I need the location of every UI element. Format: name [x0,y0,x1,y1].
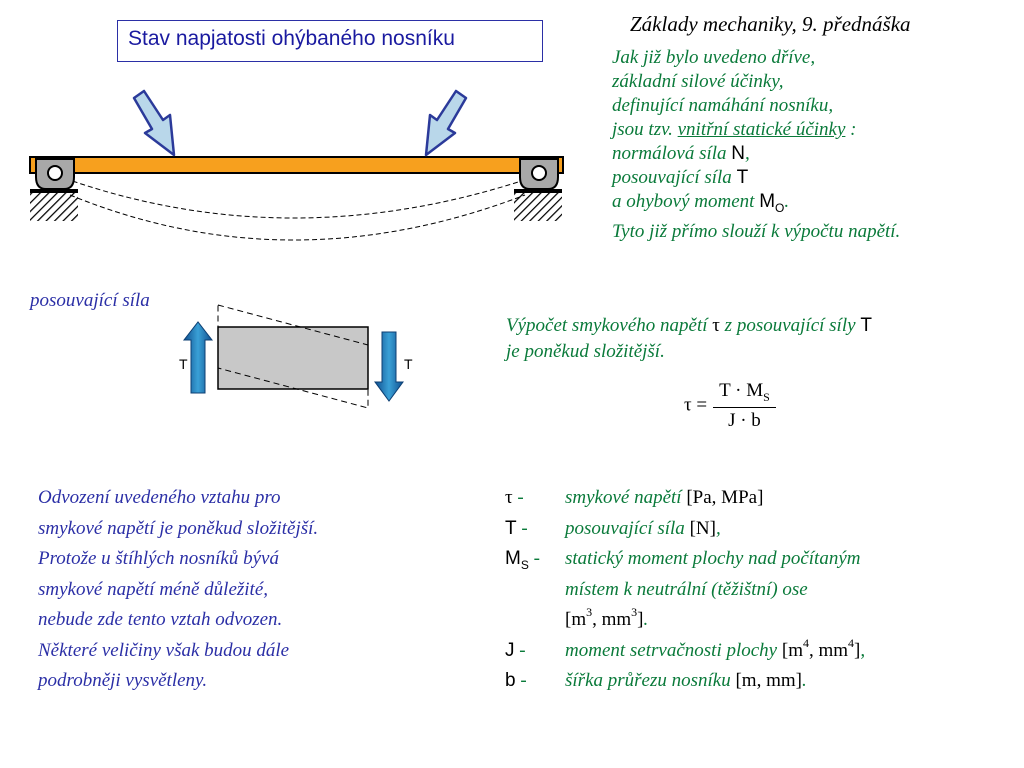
derivation-line: Protože u štíhlých nosníků bývá [38,548,279,569]
legend-description: smykové napětí [Pa, MPa] [565,487,764,508]
formula-lhs: τ = [684,394,708,416]
deflection-curve [49,172,546,219]
lecture-header: Základy mechaniky, 9. přednáška [630,12,911,36]
internal-effects-term: vnitřní statické účinky [677,119,846,140]
load-arrow-right [424,89,468,157]
intro-line: Jak již bylo uvedeno dříve, [612,47,816,68]
right-support [514,158,562,221]
legend-description: statický moment plochy nad počítaným [565,548,861,569]
calc-line: je poněkud složitější. [506,341,665,362]
symbol-tau: τ [712,315,720,336]
slide-title: Stav napjatosti ohýbaného nosníku [117,20,543,62]
derivation-line: Některé veličiny však budou dále [38,639,290,661]
calculation-text: Výpočet smykového napětí τ z posouvající… [506,313,872,365]
legend-description: moment setrvačnosti plochy [m4, mm4], [565,635,866,661]
formula-numerator: T · MS [713,380,776,408]
legend-description: posouvající síla [N], [565,517,721,539]
derivation-line: podrobněji vysvětleny. [38,670,208,691]
intro-line: definující namáhání nosníku, [612,95,834,116]
symbol-N: N [731,143,746,164]
formula-denominator: J · b [728,409,761,431]
symbol-T: T [736,167,749,188]
calc-line: Výpočet smykového napětí τ z posouvající… [506,315,872,336]
legend-unit: [m3, mm3]. [565,605,649,630]
shear-arrow-down [374,331,404,402]
beam [29,156,564,174]
legend-symbol: b - [505,670,527,691]
intro-line: posouvající síla T [612,167,749,188]
load-arrow-left [132,89,176,157]
deformed-element [217,304,369,409]
derivation-text: Odvození uvedeného vztahu pro smykové na… [38,483,318,697]
legend-symbol: MS - [505,548,540,572]
force-label-right: T [404,356,413,372]
shear-arrow-up [182,321,214,394]
legend-description: místem k neutrální (těžištní) ose [565,578,808,600]
symbol-Mo: MO [759,191,785,215]
legend-symbol: J - [505,639,526,661]
intro-line: základní silové účinky, [612,71,784,92]
shear-force-label: posouvající síla [30,290,150,311]
force-label-left: T [179,356,188,372]
legend-description: šířka průřezu nosníku [m, mm]. [565,670,807,691]
intro-line: a ohybový moment MO. [612,191,790,215]
beam-diagram [29,89,564,241]
derivation-line: Odvození uvedeného vztahu pro [38,487,281,508]
legend-symbol: τ - [505,487,524,508]
legend-symbol: T - [505,517,528,539]
symbol-T: T [860,315,872,336]
shear-element-diagram [182,304,404,409]
derivation-line: smykové napětí méně důležité, [38,578,269,600]
left-support [30,158,78,221]
intro-line: normálová síla N, [612,143,750,164]
intro-line: Tyto již přímo slouží k výpočtu napětí. [612,220,901,242]
intro-text: Jak již bylo uvedeno dříve, základní sil… [612,46,900,244]
intro-line: jsou tzv. vnitřní statické účinky : [612,119,857,140]
derivation-line: nebude zde tento vztah odvozen. [38,609,283,630]
derivation-line: smykové napětí je poněkud složitější. [38,517,319,539]
beam-element [217,326,369,390]
